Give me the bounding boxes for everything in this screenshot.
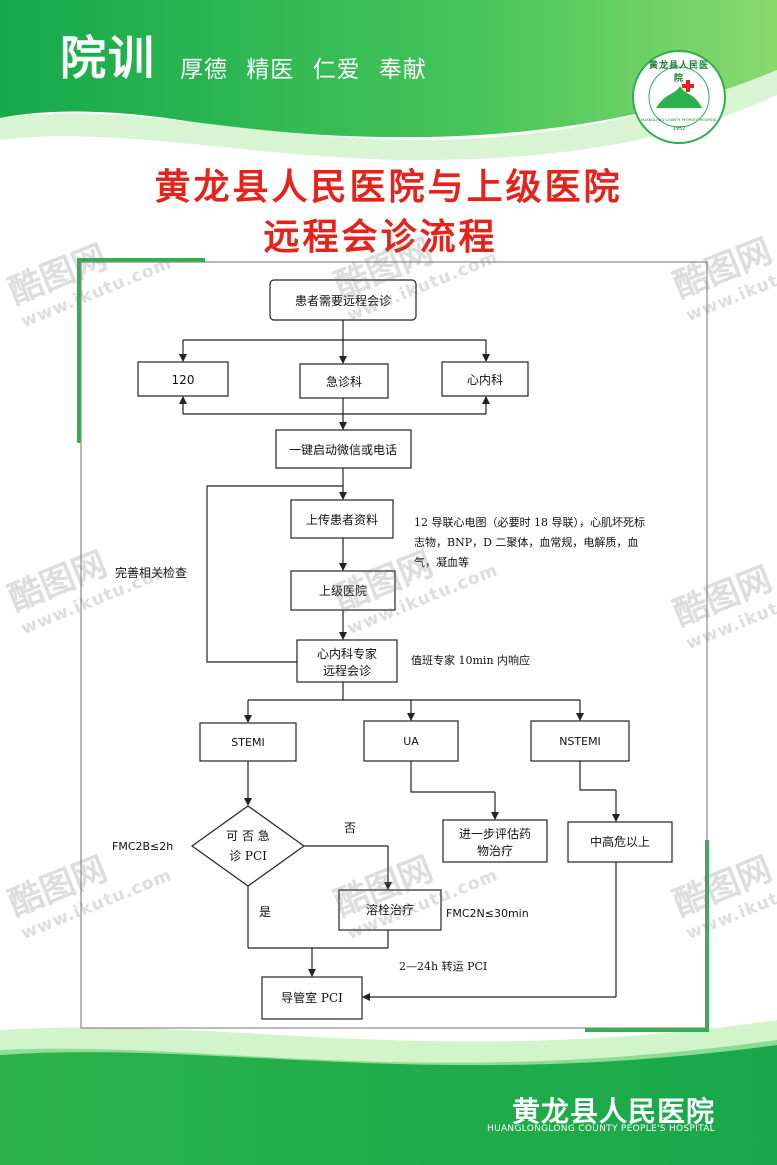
label-expert-note: 值班专家 10min 内响应 [411,653,530,667]
box-emergency [299,363,389,399]
label-one-key: 一键启动微信或电话 [289,443,397,457]
box-expert [296,639,398,683]
label-yes: 是 [259,905,271,919]
label-expert-1: 心内科专家 [317,646,377,661]
label-fmc2n: FMC2N≤30min [446,907,529,920]
label-no: 否 [344,821,356,835]
label-fmc2b: FMC2B≤2h [112,840,173,853]
logo-year: 1952 [672,126,686,132]
label-transfer: 2—24h 转运 PCI [399,959,487,973]
diamond-pci [190,805,306,887]
label-further-2: 物治疗 [477,844,513,858]
label-improve-exam: 完善相关检查 [115,565,187,580]
label-emergency: 急诊科 [326,374,362,389]
upload-note-3: 气，凝血等 [414,555,469,569]
logo-en-text: HUANGLONG COUNTY PEOPLE'S HOSPITAL [640,118,718,122]
label-start: 患者需要远程会诊 [295,293,391,308]
label-stemi: STEMI [231,736,264,749]
upload-note-2: 志物，BNP，D 二聚体，血常规，电解质，血 [414,535,638,549]
label-pci-q2: 诊 PCI [229,849,267,863]
box-upload [290,499,394,539]
label-pci-q1: 可 否 急 [226,828,270,843]
upload-note-1: 12 导联心电图（必要时 18 导联），心肌坏死标 [414,515,645,529]
label-expert-2: 远程会诊 [323,663,371,678]
footer-hospital-en: HUANGLONGLONG COUNTY PEOPLE'S HOSPITAL [487,1124,715,1134]
label-nstemi: NSTEMI [559,735,601,748]
label-mid-high: 中高危以上 [590,834,650,849]
label-upload: 上传患者资料 [306,512,378,527]
footer-hospital-name: 黄龙县人民医院 [511,1095,715,1128]
logo-top-text: 黄龙县人民医院 [648,61,709,84]
label-further-1: 进一步评估药 [459,827,531,841]
label-cardiology: 心内科 [467,373,503,387]
logo-emblem-icon [648,66,710,128]
box-further [442,819,548,863]
hospital-logo: 黄龙县人民医院 HUANGLONG COUNTY PEOPLE'S HOSPIT… [632,50,726,144]
label-ua: UA [403,735,419,748]
page-title-line1: 黄龙县人民医院与上级医院 [154,167,623,208]
label-120: 120 [172,373,195,387]
motto-main: 院训 [60,31,156,85]
box-mid-high [567,821,673,863]
box-thrombolysis [338,889,442,931]
label-cath-lab: 导管室 PCI [281,990,343,1005]
label-thrombolysis: 溶栓治疗 [366,902,414,917]
motto-sub: 厚德 精医 仁爱 奉献 [180,57,427,83]
page-title-line2: 远程会诊流程 [263,217,498,258]
label-superior: 上级医院 [319,584,367,598]
